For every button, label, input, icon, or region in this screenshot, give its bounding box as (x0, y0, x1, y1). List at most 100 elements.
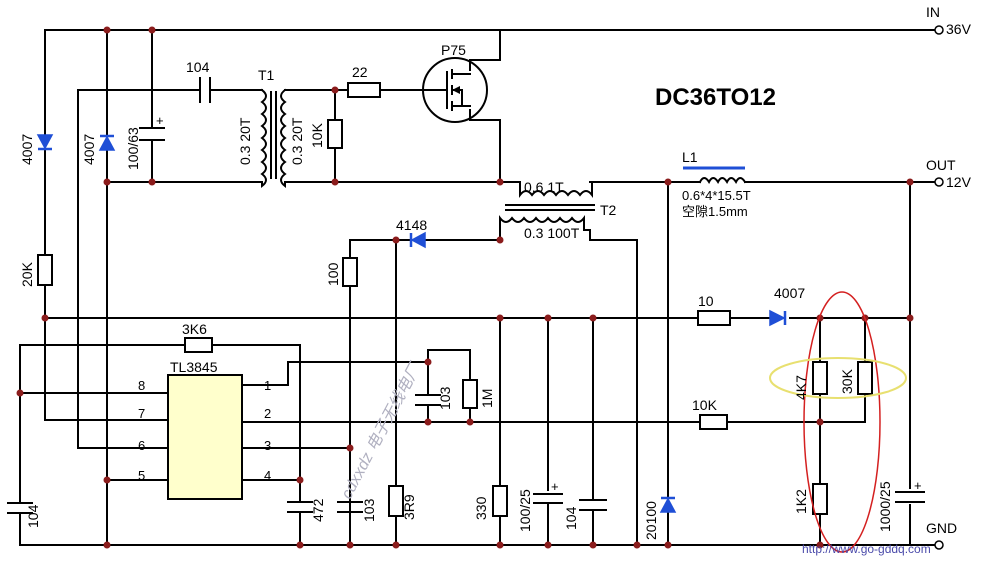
label-c104-bot: 104 (563, 506, 579, 530)
cap-100-25 (533, 493, 563, 504)
label-c100-63: 100/63 (125, 127, 141, 170)
cap-104-bot (579, 499, 607, 511)
transformer-t2 (499, 181, 595, 231)
resistor-30k (857, 361, 873, 395)
cap-104-left (7, 502, 33, 514)
label-t1-right: 0.3 20T (289, 117, 305, 165)
source-url: http://www.go-gddq.com (802, 542, 931, 556)
cap-104-top (199, 77, 211, 103)
label-c472: 472 (310, 498, 326, 522)
cap-1000-25 (895, 491, 925, 503)
label-l1: L1 (682, 149, 698, 165)
label-in-voltage: 36V (946, 21, 972, 37)
label-t1-left: 0.3 20T (237, 117, 253, 165)
label-r3k6: 3K6 (182, 321, 207, 337)
diode-4007-left (36, 134, 54, 150)
resistor-22 (347, 82, 381, 98)
terminal-out (934, 177, 944, 187)
svg-text:+: + (914, 478, 922, 493)
label-t2: T2 (600, 202, 617, 218)
ic-pin-7: 7 (138, 406, 145, 421)
resistor-10 (697, 310, 731, 326)
label-r10-fb: 10 (698, 293, 714, 309)
resistor-20k (37, 254, 53, 286)
label-c104-left: 104 (25, 504, 41, 528)
label-r1k2: 1K2 (793, 489, 809, 514)
label-gnd: GND (926, 520, 957, 536)
label-c100-25: 100/25 (517, 489, 533, 532)
resistor-1k2 (812, 483, 828, 515)
resistor-100 (342, 257, 358, 287)
label-r30k: 30K (839, 368, 855, 394)
terminal-gnd (934, 540, 944, 550)
label-d4007-fb: 4007 (774, 285, 805, 301)
label-d2: 4007 (81, 134, 97, 165)
label-t1: T1 (258, 67, 275, 83)
diode-20100 (659, 497, 677, 513)
ic-pin-8: 8 (138, 378, 145, 393)
ic-name: TL3845 (170, 359, 218, 375)
resistors (37, 82, 873, 517)
ic-pin-2: 2 (264, 406, 271, 421)
ic-pin-6: 6 (138, 438, 145, 453)
ic-pin-3: 3 (264, 438, 271, 453)
label-c103-bot: 103 (361, 498, 377, 522)
diodes (36, 134, 787, 513)
label-out-voltage: 12V (946, 174, 972, 190)
resistor-3r9 (388, 485, 404, 517)
svg-text:+: + (156, 113, 164, 128)
capacitors: + + + (7, 77, 925, 514)
label-t2-top: 0.6 1T (524, 179, 564, 195)
label-t2-bot: 0.3 100T (524, 225, 580, 241)
diode-4007-mid (98, 135, 116, 151)
wires (19, 29, 936, 546)
svg-text:+: + (551, 479, 559, 494)
junctions (16, 26, 914, 549)
cap-103-mid (415, 394, 441, 406)
highlight-ellipse-yellow (769, 357, 907, 399)
label-d20100: 20100 (643, 501, 659, 540)
diode-4148 (410, 231, 426, 249)
diagram-title: DC36TO12 (655, 84, 776, 111)
mosfet-p75 (422, 57, 488, 123)
resistor-3k6 (184, 337, 213, 353)
ic-pin-1: 1 (264, 378, 271, 393)
label-r10k-fb: 10K (692, 397, 718, 413)
highlight-ellipse (803, 291, 881, 553)
transformer-t1 (260, 88, 287, 189)
label-r100: 100 (325, 262, 341, 286)
label-r22: 22 (352, 64, 368, 80)
label-r10k-gate: 10K (309, 122, 325, 148)
label-c103-mid: 103 (437, 386, 453, 410)
label-q1: P75 (441, 42, 466, 58)
cap-100-63 (139, 127, 165, 141)
label-l1-spec: 0.6*4*15.5T (682, 188, 751, 203)
resistor-330 (492, 485, 508, 517)
label-r3r9: 3R9 (401, 494, 417, 520)
label-r330: 330 (473, 496, 489, 520)
resistor-1m (462, 379, 478, 409)
label-r4k7: 4K7 (793, 375, 809, 400)
resistor-10k-fb (699, 414, 728, 430)
label-out: OUT (926, 157, 956, 173)
ic-tl3845 (167, 374, 243, 500)
resistor-10k-gate (327, 119, 343, 149)
terminal-in (934, 25, 944, 35)
cap-103-bot (337, 501, 363, 513)
inductor-l1 (683, 166, 747, 185)
cap-472 (287, 501, 313, 513)
ic-pin-5: 5 (138, 468, 145, 483)
ic-pin-4: 4 (264, 468, 271, 483)
label-in: IN (926, 4, 940, 20)
resistor-4k7 (812, 361, 828, 395)
label-r20k: 20K (19, 261, 35, 287)
label-c1000-25: 1000/25 (877, 481, 893, 532)
label-l1-gap: 空隙1.5mm (682, 204, 748, 219)
diode-4007-fb (769, 309, 786, 327)
label-r1m: 1M (479, 389, 495, 408)
label-d1: 4007 (19, 134, 35, 165)
label-d4148: 4148 (396, 217, 427, 233)
label-c104-top: 104 (186, 59, 210, 75)
terminals (934, 25, 944, 550)
